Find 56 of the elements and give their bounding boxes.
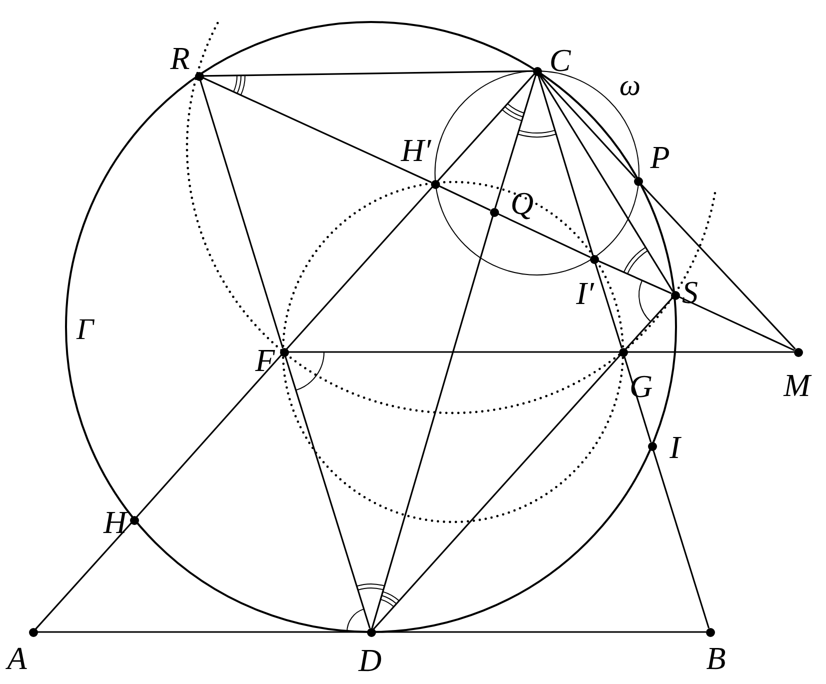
line-segment <box>284 356 371 628</box>
line-segment <box>594 262 623 348</box>
point <box>28 628 38 636</box>
point-label: S <box>682 276 698 308</box>
line-segment <box>497 212 591 258</box>
point <box>130 516 138 524</box>
point-label: H <box>103 506 127 538</box>
point <box>794 348 802 356</box>
line-segment <box>652 450 710 628</box>
line-segment <box>373 354 621 630</box>
point-label: Q <box>510 187 534 219</box>
point <box>648 442 656 450</box>
point <box>670 290 680 300</box>
point <box>194 72 204 80</box>
point-label: B <box>706 642 726 674</box>
line-segment <box>375 631 706 633</box>
point <box>430 180 440 188</box>
point-label: I′ <box>576 277 594 309</box>
point-label: I <box>670 431 680 463</box>
point <box>532 66 542 76</box>
point <box>706 628 714 636</box>
point-label: F <box>255 344 275 376</box>
line-segment <box>640 183 796 350</box>
line-segment <box>37 631 367 633</box>
point-label: M <box>784 369 810 401</box>
point-label: P <box>650 141 670 173</box>
line-segment <box>288 351 619 353</box>
line-segment <box>494 74 537 208</box>
line-segment <box>538 74 674 292</box>
line-segment <box>597 260 672 294</box>
line-segment <box>35 522 132 630</box>
point-label: R <box>170 42 190 74</box>
line-segment <box>286 186 433 350</box>
line-segment <box>199 80 284 348</box>
line-segment <box>136 354 282 518</box>
line-segment <box>202 70 534 77</box>
point-label: D <box>358 644 382 676</box>
curve-label: Γ <box>76 315 94 345</box>
line-segment <box>539 73 636 179</box>
point <box>280 348 288 356</box>
point-label: A <box>7 642 27 674</box>
line-segment <box>438 185 491 211</box>
line-segment <box>371 216 494 628</box>
line-segment <box>625 297 673 350</box>
point <box>490 208 498 216</box>
line-segment <box>202 76 432 184</box>
line-segment <box>627 351 794 353</box>
point-label: H′ <box>400 134 432 166</box>
curve-label: ω <box>619 71 641 101</box>
point <box>590 254 598 264</box>
point <box>634 176 642 186</box>
point-label: C <box>549 44 571 76</box>
line-segment <box>437 73 535 182</box>
line-segment <box>678 296 795 352</box>
line-segment <box>537 74 594 256</box>
point <box>366 628 376 636</box>
